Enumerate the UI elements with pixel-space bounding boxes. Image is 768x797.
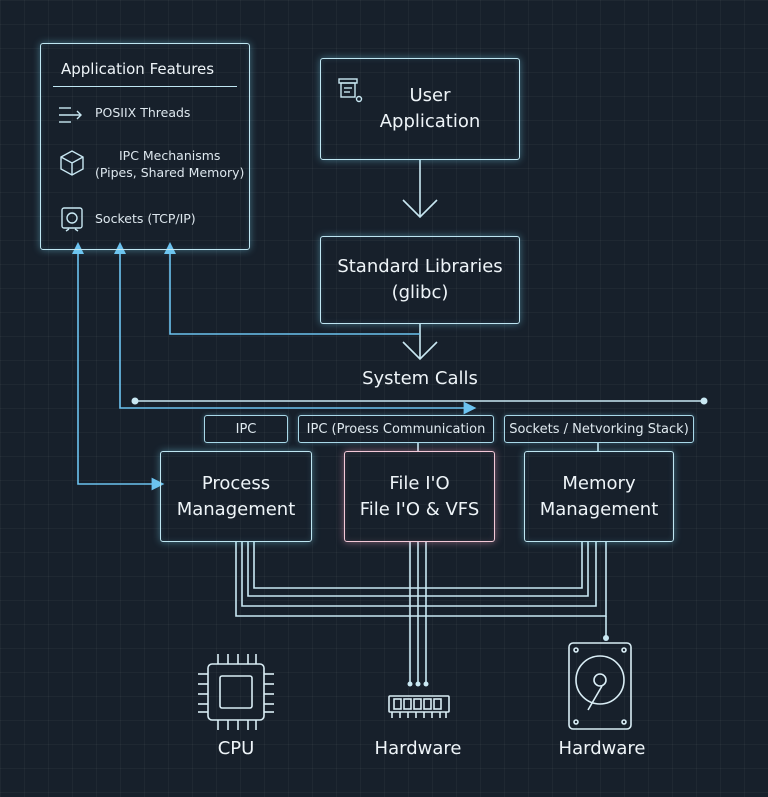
user-app-line1: User xyxy=(409,85,451,106)
file-io-line1: File I'O xyxy=(389,472,450,494)
cpu-icon xyxy=(198,654,274,730)
ipc-tag: IPC xyxy=(204,415,288,443)
cpu-label: CPU xyxy=(217,738,255,759)
ram-hardware-label: Hardware xyxy=(374,738,462,759)
sockets-networking-tag: Sockets / Netvorking Stack) xyxy=(504,415,694,443)
feature-label: Sockets (TCP/IP) xyxy=(95,211,196,226)
memory-management-box: Memory Management xyxy=(524,451,674,542)
process-mgmt-line2: Management xyxy=(176,498,296,520)
ram-icon xyxy=(388,695,450,718)
feature-label: IPC Mechanisms xyxy=(118,148,221,163)
gear-icon xyxy=(61,207,83,232)
std-libs-line1: Standard Libraries xyxy=(337,256,503,277)
ipc-process-tag: IPC (Proess Communication xyxy=(298,415,494,443)
feature-posix-threads: POSIIX Threads xyxy=(57,104,190,126)
user-application-box: User Application xyxy=(320,58,520,160)
disk-hardware-label: Hardware xyxy=(558,738,646,759)
feature-label: POSIIX Threads xyxy=(95,105,191,120)
document-icon xyxy=(338,78,363,103)
memory-mgmt-line1: Memory xyxy=(562,472,636,494)
features-title: Application Features xyxy=(61,60,215,78)
memory-mgmt-line2: Management xyxy=(539,498,659,520)
system-calls-label: System Calls xyxy=(362,368,478,389)
process-mgmt-line1: Process xyxy=(201,472,271,494)
application-features-panel: Application Features POSIIX Threads IPC … xyxy=(40,43,250,250)
std-libs-line2: (glibc) xyxy=(391,282,449,303)
file-io-box: File I'O File I'O & VFS xyxy=(344,451,495,542)
standard-libraries-box: Standard Libraries (glibc) xyxy=(320,236,520,324)
hard-disk-icon xyxy=(568,642,632,730)
feature-sockets: Sockets (TCP/IP) xyxy=(57,204,196,234)
threads-icon xyxy=(59,107,82,123)
cube-icon xyxy=(60,150,84,176)
feature-sublabel: (Pipes, Shared Memory) xyxy=(95,165,245,180)
file-io-line2: File I'O & VFS xyxy=(359,498,480,520)
user-app-line2: Application xyxy=(379,111,481,132)
feature-ipc-mechanisms: IPC Mechanisms (Pipes, Shared Memory) xyxy=(57,147,244,181)
features-divider xyxy=(53,86,237,87)
process-management-box: Process Management xyxy=(160,451,312,542)
